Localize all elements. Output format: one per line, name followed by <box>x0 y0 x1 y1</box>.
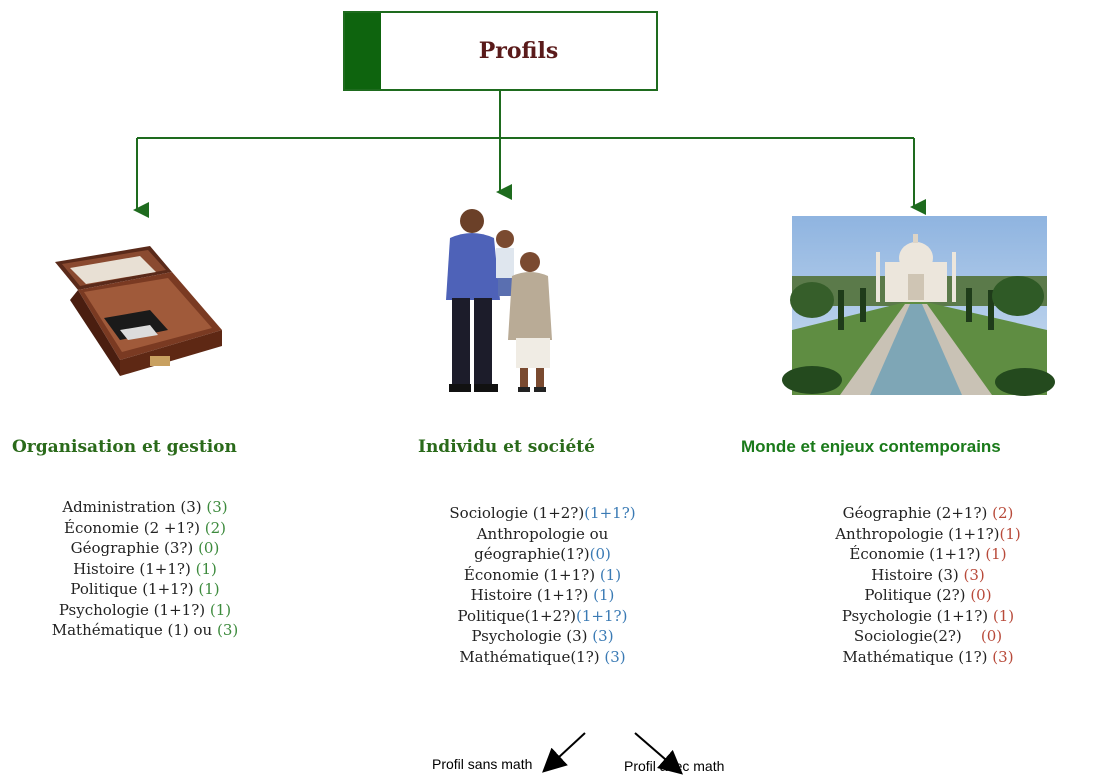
root-title: Profils <box>478 38 559 64</box>
list-item: Politique(1+2?)(1+1?) <box>457 606 628 625</box>
list-item: Anthropologie ou <box>476 524 609 543</box>
list-item: Anthropologie (1+1?)(1) <box>835 524 1021 543</box>
list-item: Administration (3) (3) <box>62 498 228 516</box>
list-item: Sociologie(2?) (0) <box>853 627 1003 645</box>
arrow-sans-math <box>542 732 586 773</box>
list-item: Économie (1+1?) (1) <box>463 565 622 584</box>
list-item: Psychologie (3) (3) <box>471 627 614 645</box>
connector-lines <box>133 91 926 218</box>
list-item: Psychologie (1+1?) (1) <box>841 606 1015 625</box>
label-profil-sans-math: Profil sans math <box>432 756 533 772</box>
heading-monde: Monde et enjeux contemporains <box>741 437 1001 456</box>
list-item: Politique (1+1?) (1) <box>70 580 220 598</box>
arrow-avec-math <box>634 732 684 775</box>
root-accent-bar <box>345 13 381 89</box>
list-item: Histoire (3) (3) <box>871 565 985 584</box>
list-item: Mathématique (1) ou (3) <box>51 621 239 639</box>
list-item: Psychologie (1+1?) (1) <box>58 600 232 619</box>
list-organisation: Administration (3) (3) Économie (2 +1?) … <box>4 497 286 641</box>
list-item: géographie(1?)(0) <box>474 545 611 563</box>
heading-organisation: Organisation et gestion <box>12 437 237 457</box>
math-arrows <box>542 732 684 775</box>
root-node: Profils <box>343 11 658 91</box>
list-item: Mathématique(1?) (3) <box>459 647 626 666</box>
label-profil-avec-math: Profil avec math <box>624 758 725 774</box>
list-item: Géographie (3?) (0) <box>70 539 220 557</box>
list-item: Géographie (2+1?) (2) <box>842 504 1014 522</box>
heading-individu: Individu et société <box>418 437 595 457</box>
list-item: Histoire (1+1?) (1) <box>73 559 217 578</box>
list-item: Mathématique (1?) (3) <box>842 647 1014 666</box>
list-item: Politique (2?) (0) <box>864 586 992 604</box>
taj-mahal-image <box>782 216 1055 396</box>
list-monde: Géographie (2+1?) (2) Anthropologie (1+1… <box>793 503 1063 667</box>
list-item: Sociologie (1+2?)(1+1?) <box>449 504 636 522</box>
briefcase-image <box>55 246 222 376</box>
family-image <box>446 209 552 392</box>
list-item: Économie (2 +1?) (2) <box>64 518 226 537</box>
list-individu: Sociologie (1+2?)(1+1?) Anthropologie ou… <box>405 503 680 667</box>
list-item: Histoire (1+1?) (1) <box>470 586 615 604</box>
list-item: Économie (1+1?) (1) <box>849 545 1007 563</box>
